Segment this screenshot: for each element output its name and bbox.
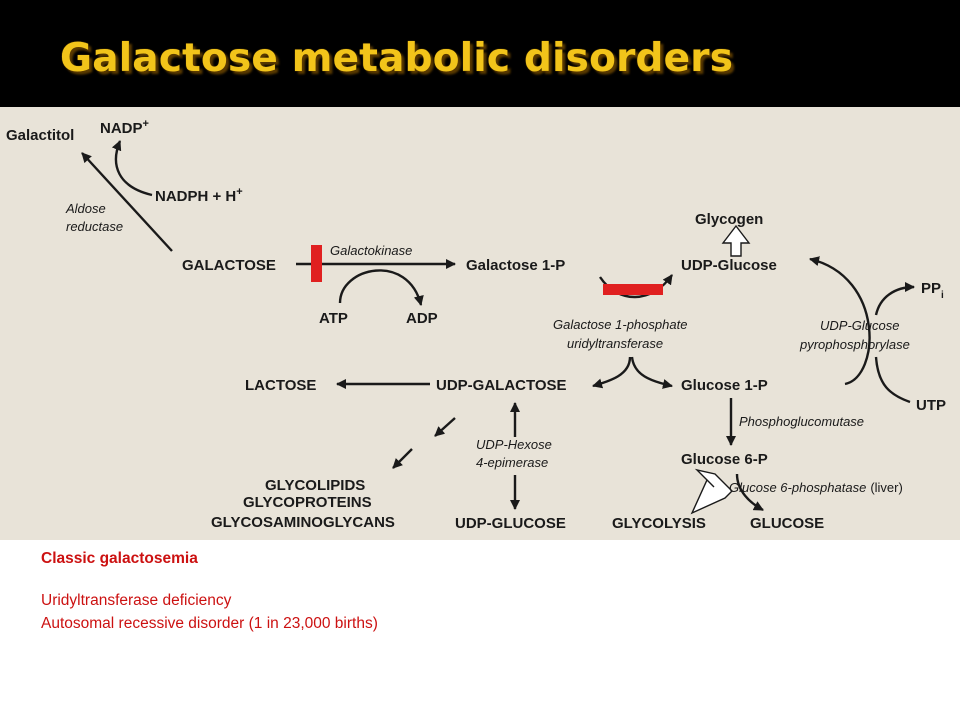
arrow-nadph-to-nadp <box>111 140 153 197</box>
info-panel: Classic galactosemia Uridyltransferase d… <box>0 540 960 720</box>
arrow-to-glycoconjugates-upper <box>434 417 456 437</box>
label-glucose: GLUCOSE <box>750 515 824 532</box>
label-nadph: NADPH + H+ <box>155 186 243 205</box>
label-ppi: PPi <box>921 280 944 301</box>
enzyme-phosphoglucomutase: Phosphoglucomutase <box>739 414 864 429</box>
enzyme-g6pase: Glucose 6-phosphatase(liver) <box>729 480 903 495</box>
slide-title: Galactose metabolic disorders <box>60 36 734 81</box>
label-lactose: LACTOSE <box>245 377 316 394</box>
arrow-galactose-to-galactitol <box>81 152 173 252</box>
label-nadp: NADP+ <box>100 118 149 137</box>
arrow-atp-to-adp <box>338 269 424 306</box>
arrow-utp-in <box>874 356 911 404</box>
label-glucose-1p: Glucose 1-P <box>681 377 768 394</box>
enzyme-transferase-line1: Galactose 1-phosphate <box>553 317 687 332</box>
enzyme-pyrophosphorylase-line2: pyrophosphorylase <box>799 337 910 352</box>
uridyltransferase-block-marker <box>603 284 663 295</box>
info-line-deficiency: Uridyltransferase deficiency <box>41 592 232 609</box>
label-glycoproteins: GLYCOPROTEINS <box>243 494 372 511</box>
label-glycolysis: GLYCOLYSIS <box>612 515 706 532</box>
arrow-udpglucose-to-glycogen <box>721 224 751 257</box>
label-udp-glucose: UDP-Glucose <box>681 257 777 274</box>
label-glycogen: Glycogen <box>695 211 763 228</box>
enzyme-transferase-line2: uridyltransferase <box>567 336 663 351</box>
enzyme-epimerase-line2: 4-epimerase <box>476 455 548 470</box>
label-udp-galactose: UDP-GALACTOSE <box>436 377 567 394</box>
enzyme-pyrophosphorylase-line1: UDP-Glucose <box>820 318 899 333</box>
galactokinase-block-marker <box>311 245 322 282</box>
arrow-transferase-to-udpgalactose <box>592 356 632 389</box>
label-udp-glucose-caps: UDP-GLUCOSE <box>455 515 566 532</box>
label-atp: ATP <box>319 310 348 327</box>
label-galactitol: Galactitol <box>6 127 74 144</box>
arrow-glucose6p-to-glucose <box>735 473 764 512</box>
arrow-transferase-to-glucose1p <box>630 356 673 389</box>
info-line-inheritance: Autosomal recessive disorder (1 in 23,00… <box>41 615 378 632</box>
label-galactose: GALACTOSE <box>182 257 276 274</box>
label-adp: ADP <box>406 310 438 327</box>
enzyme-epimerase-line1: UDP-Hexose <box>476 437 552 452</box>
arrow-pyrophosphorylase-to-udpglucose <box>809 256 871 386</box>
enzyme-aldose-reductase-line2: reductase <box>66 219 123 234</box>
label-glycosaminoglycans: GLYCOSAMINOGLYCANS <box>211 514 395 531</box>
arrow-to-glycoconjugates-lower <box>392 448 413 469</box>
pathway-diagram: Galactitol NADP+ NADPH + H+ GALACTOSE Ga… <box>0 107 960 540</box>
label-galactose-1p: Galactose 1-P <box>466 257 565 274</box>
info-heading: Classic galactosemia <box>41 550 198 567</box>
arrow-pyrophosphorylase-to-ppi <box>874 281 916 316</box>
enzyme-galactokinase: Galactokinase <box>330 243 412 258</box>
label-glycolipids: GLYCOLIPIDS <box>265 477 365 494</box>
enzyme-aldose-reductase-line1: Aldose <box>65 201 106 216</box>
arrow-to-glycolysis <box>690 468 733 515</box>
label-utp: UTP <box>916 397 946 414</box>
label-glucose-6p: Glucose 6-P <box>681 451 768 468</box>
